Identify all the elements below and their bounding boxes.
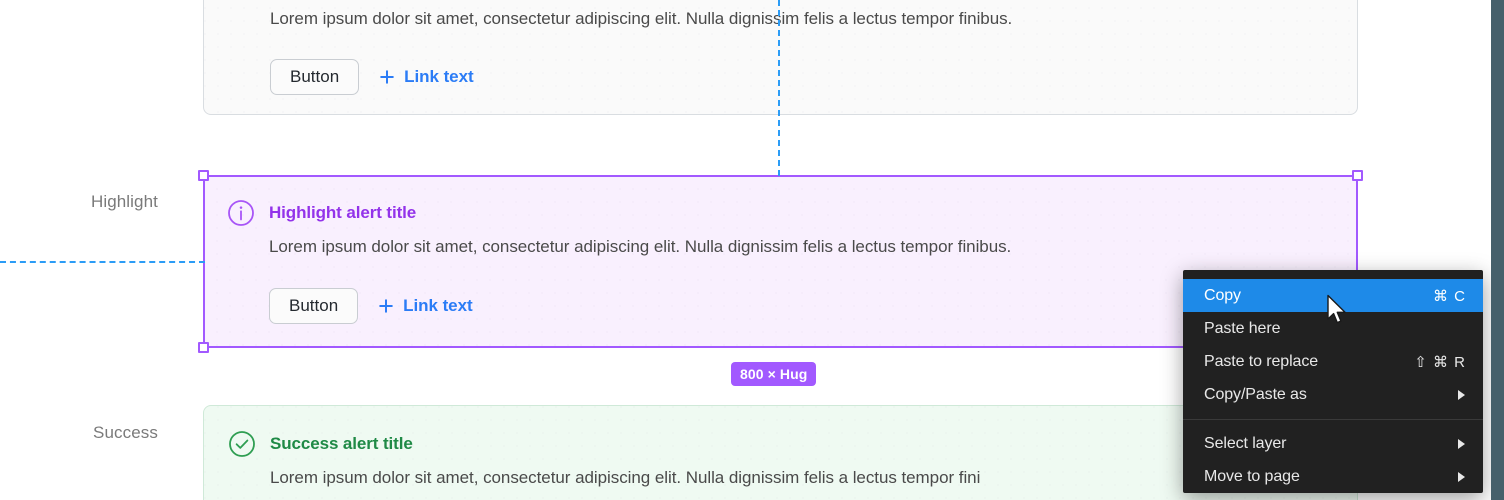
alert-link-label: Link text xyxy=(404,67,474,86)
row-label-highlight: Highlight xyxy=(90,192,158,211)
alert-actions: Button Link text xyxy=(270,59,474,95)
alert-button[interactable]: Button xyxy=(270,59,360,95)
alert-actions: Button Link text xyxy=(269,288,473,324)
submenu-arrow-icon xyxy=(1458,389,1465,400)
alert-body-text: Lorem ipsum dolor sit amet, consectetur … xyxy=(270,9,1013,28)
row-label-success: Success xyxy=(93,423,158,442)
alert-link[interactable]: Link text xyxy=(379,67,474,87)
alert-card-neutral[interactable]: Lorem ipsum dolor sit amet, consectetur … xyxy=(203,0,1358,115)
alert-body-text: Lorem ipsum dolor sit amet, consectetur … xyxy=(270,468,981,487)
alert-title: Highlight alert title xyxy=(269,203,417,222)
info-circle-icon xyxy=(228,200,254,226)
menu-item-paste-here[interactable]: Paste here xyxy=(1183,312,1483,345)
plus-icon xyxy=(380,70,394,84)
menu-item-copy-paste-as[interactable]: Copy/Paste as xyxy=(1183,378,1483,411)
menu-item-paste-to-replace[interactable]: Paste to replace ⇧ ⌘ R xyxy=(1183,345,1483,378)
alert-title: Success alert title xyxy=(270,434,413,453)
menu-item-shortcut: ⌘ C xyxy=(1433,287,1466,305)
submenu-arrow-icon xyxy=(1458,471,1465,482)
alert-button[interactable]: Button xyxy=(269,288,359,324)
menu-item-label: Select layer xyxy=(1204,434,1287,452)
alert-card-highlight[interactable]: Highlight alert title Lorem ipsum dolor … xyxy=(203,175,1358,348)
menu-item-copy[interactable]: Copy ⌘ C xyxy=(1183,279,1483,312)
alert-link[interactable]: Link text xyxy=(378,296,473,316)
menu-item-label: Paste here xyxy=(1204,319,1281,337)
plus-icon xyxy=(379,299,393,313)
menu-item-label: Copy/Paste as xyxy=(1204,385,1307,403)
menu-item-select-layer[interactable]: Select layer xyxy=(1183,427,1483,460)
alert-link-label: Link text xyxy=(403,296,473,315)
menu-item-label: Move to page xyxy=(1204,467,1300,485)
menu-item-label: Paste to replace xyxy=(1204,352,1319,370)
context-menu[interactable]: Copy ⌘ C Paste here Paste to replace ⇧ ⌘… xyxy=(1183,270,1483,493)
menu-item-move-to-page[interactable]: Move to page xyxy=(1183,460,1483,493)
right-panel-edge xyxy=(1491,0,1504,500)
alert-card-success[interactable]: Success alert title Lorem ipsum dolor si… xyxy=(203,405,1358,500)
menu-separator xyxy=(1183,419,1483,420)
smart-guide-vertical xyxy=(778,0,780,176)
check-circle-icon xyxy=(229,431,255,457)
size-badge: 800 × Hug xyxy=(731,362,817,386)
alert-body-text: Lorem ipsum dolor sit amet, consectetur … xyxy=(269,237,1012,256)
menu-item-shortcut: ⇧ ⌘ R xyxy=(1414,353,1466,371)
submenu-arrow-icon xyxy=(1458,438,1465,449)
smart-guide-horizontal xyxy=(0,261,205,263)
menu-item-label: Copy xyxy=(1204,286,1241,304)
